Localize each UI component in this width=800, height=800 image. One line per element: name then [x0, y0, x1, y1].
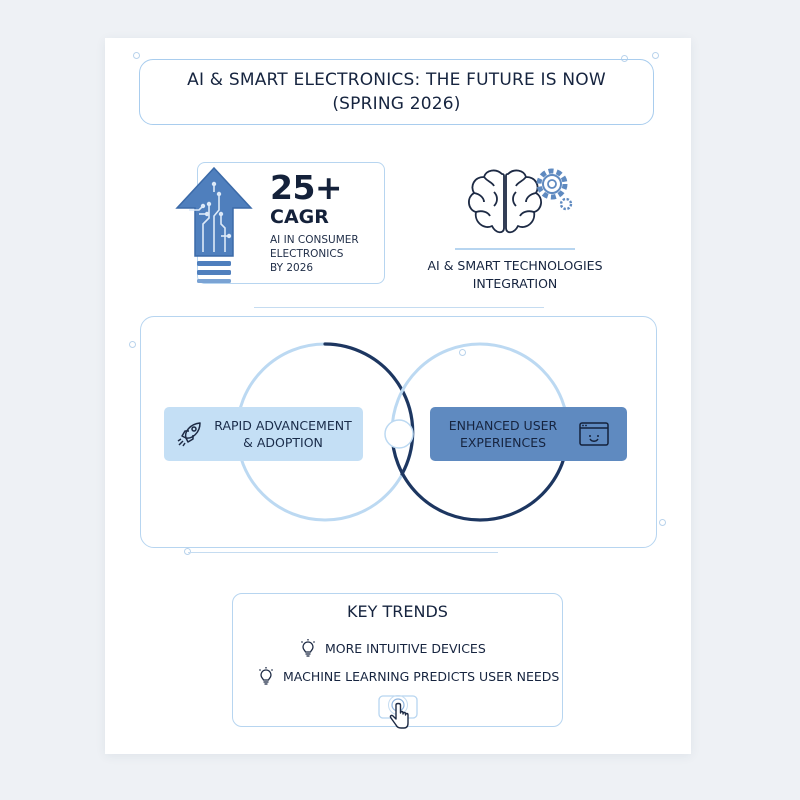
- stat-description: AI IN CONSUMER ELECTRONICS BY 2026: [270, 234, 359, 274]
- circuit-arrow-icon: [175, 166, 253, 283]
- brain-icon: [468, 169, 542, 234]
- trend-label: MORE INTUITIVE DEVICES: [325, 640, 486, 656]
- overlap-diagram: [235, 342, 570, 522]
- divider: [455, 248, 575, 250]
- rapid-advancement-label: RAPID ADVANCEMENT & ADOPTION: [164, 407, 363, 461]
- decor-dot: [129, 341, 136, 348]
- enhanced-experience-label: ENHANCED USER EXPERIENCES: [430, 407, 627, 461]
- divider: [254, 307, 544, 309]
- decor-dot: [459, 349, 466, 356]
- decor-dot: [621, 55, 628, 62]
- rocket-icon: [177, 422, 201, 447]
- trend-label: MACHINE LEARNING PREDICTS USER NEEDS: [283, 668, 560, 684]
- browser-smile-icon: [579, 422, 609, 446]
- decor-dot: [652, 52, 659, 59]
- gear-icon: [536, 168, 573, 211]
- lightbulb-icon: [259, 667, 273, 685]
- integration-caption: AI & SMART TECHNOLOGIES INTEGRATION: [427, 258, 603, 291]
- brain-gear-icon: [468, 168, 573, 234]
- touch-hand-icon: [378, 695, 418, 729]
- list-item: MACHINE LEARNING PREDICTS USER NEEDS: [257, 666, 559, 686]
- decor-dot: [659, 519, 666, 526]
- list-item: MORE INTUITIVE DEVICES: [299, 638, 486, 658]
- stat-value: 25+: [270, 168, 343, 207]
- divider: [188, 552, 498, 554]
- title-box: AI & SMART ELECTRONICS: THE FUTURE IS NO…: [139, 59, 654, 125]
- pill-left-text: RAPID ADVANCEMENT & ADOPTION: [214, 418, 352, 450]
- decor-dot: [133, 52, 140, 59]
- venn-frame: [140, 316, 657, 548]
- decor-dot: [184, 548, 191, 555]
- pill-right-text: ENHANCED USER EXPERIENCES: [448, 418, 558, 450]
- infographic-card: [105, 38, 691, 754]
- lightbulb-icon: [301, 639, 315, 657]
- key-trends-heading: KEY TRENDS: [347, 602, 448, 621]
- stat-unit: CAGR: [270, 206, 329, 228]
- page-title: AI & SMART ELECTRONICS: THE FUTURE IS NO…: [187, 70, 606, 114]
